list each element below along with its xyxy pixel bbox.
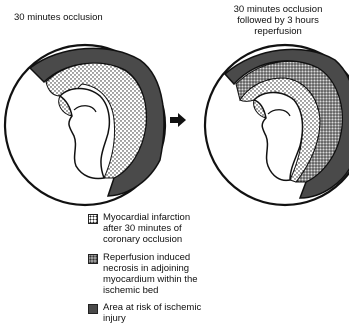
legend-infarct: Myocardial infarction after 30 minutes o… [88,212,190,245]
legend-reperfusion-text: Reperfusion induced necrosis in adjoinin… [103,252,198,296]
legend-risk: Area at risk of ischemic injury [88,302,201,324]
hatched-swatch-icon [88,254,98,264]
dotted-swatch-icon [88,214,98,224]
legend-reperfusion-line: myocardium within the [103,274,198,285]
legend-infarct-line: coronary occlusion [103,234,190,245]
arrow-right-icon [170,113,186,127]
legend-risk-text: Area at risk of ischemic injury [103,302,201,324]
legend-infarct-text: Myocardial infarction after 30 minutes o… [103,212,190,245]
heart-section-right [205,45,349,205]
dark-swatch-icon [88,304,98,314]
legend-reperfusion-line: necrosis in adjoining [103,263,198,274]
legend-infarct-line: after 30 minutes of [103,223,190,234]
legend-risk-line: injury [103,313,201,324]
legend-risk-line: Area at risk of ischemic [103,302,201,313]
legend-reperfusion-line: ischemic bed [103,285,198,296]
legend-reperfusion-line: Reperfusion induced [103,252,198,263]
legend-infarct-line: Myocardial infarction [103,212,190,223]
heart-section-left [5,45,165,205]
legend-reperfusion: Reperfusion induced necrosis in adjoinin… [88,252,198,296]
